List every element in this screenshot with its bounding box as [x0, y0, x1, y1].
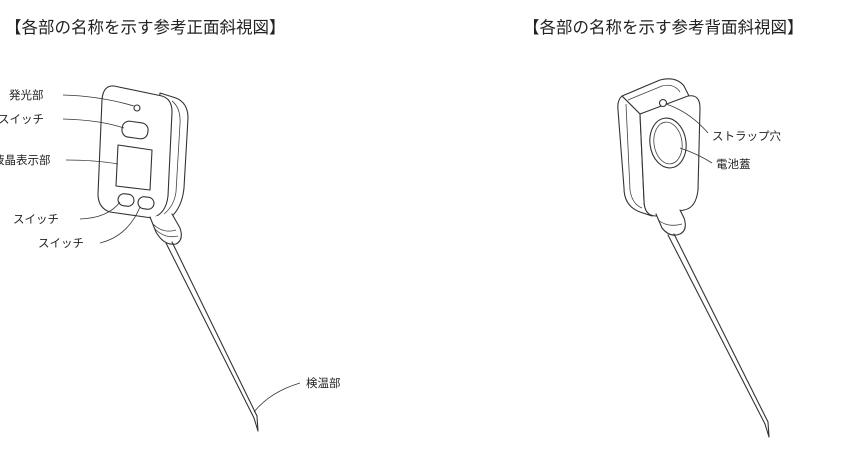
front-probe-right-edge: [171, 241, 258, 417]
back-probe-left-edge: [667, 234, 766, 425]
label-switch-top: スイッチ: [0, 112, 44, 126]
front-neck-ring: [152, 223, 177, 232]
label-lcd: 液晶表示部: [0, 153, 51, 167]
battery-cover: [649, 117, 687, 169]
label-light: 発光部: [9, 88, 44, 102]
front-probe-tip: [253, 415, 259, 432]
front-view-drawing: 発光部 スイッチ 液晶表示部 スイッチ スイッチ 検温部: [0, 85, 341, 432]
back-view-drawing: ストラップ穴 電池蓋: [617, 78, 781, 438]
left-switch-button: [117, 193, 135, 207]
front-view-title: 【各部の名称を示す参考正面斜視図】: [5, 18, 286, 37]
strap-hole-icon: [658, 98, 668, 108]
leader-lcd: [65, 159, 119, 165]
front-neck-ring-2: [154, 228, 179, 238]
label-strap-hole: ストラップ穴: [712, 129, 781, 143]
label-sensor: 検温部: [306, 376, 341, 390]
leader-strap-hole: [665, 103, 709, 134]
back-neck: [655, 209, 686, 236]
leader-battery-cover: [679, 147, 713, 164]
back-probe-tip: [764, 421, 770, 438]
back-probe-right-edge: [673, 233, 769, 423]
label-switch-left: スイッチ: [13, 212, 59, 226]
light-emitter-icon: [133, 104, 141, 112]
back-body-top-edge: [627, 84, 681, 101]
top-switch-button: [121, 120, 149, 140]
back-body-top: [621, 78, 691, 115]
front-body-side-edge: [163, 100, 181, 215]
leader-switch-top: [62, 118, 125, 129]
front-neck: [149, 213, 182, 245]
battery-cover-inner: [653, 121, 683, 165]
back-body-side-edge: [625, 103, 643, 209]
leader-sensor: [253, 382, 301, 413]
leader-light: [62, 94, 135, 107]
leader-switch-left: [79, 201, 121, 220]
label-switch-right: スイッチ: [38, 236, 84, 250]
front-probe-left-edge: [165, 242, 255, 419]
leader-switch-right: [99, 206, 141, 244]
label-battery-cover: 電池蓋: [716, 157, 751, 171]
back-neck-ring: [657, 219, 683, 226]
back-view-title: 【各部の名称を示す参考背面斜視図】: [523, 18, 804, 37]
right-switch-button: [137, 196, 155, 210]
lcd-screen: [115, 144, 153, 191]
